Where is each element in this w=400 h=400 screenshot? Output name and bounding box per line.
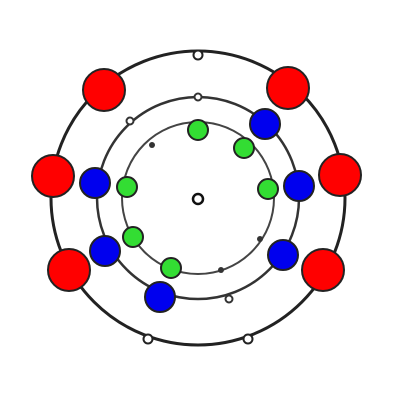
red-circle [318,153,362,197]
blue-circle [79,167,111,199]
blue-circle [89,235,121,267]
center-marker [191,192,205,206]
inner-orbit-marker [257,236,263,242]
red-circle [31,154,75,198]
outer-orbit-marker [242,333,254,345]
blue-circle [249,108,281,140]
outer-orbit-marker [192,49,204,61]
green-circle [160,257,182,279]
green-circle [122,226,144,248]
red-circles [31,66,362,292]
orbit-markers [125,49,263,345]
green-circle [187,119,209,141]
middle-orbit-marker [125,116,135,126]
red-circle [266,66,310,110]
blue-circle [283,170,315,202]
middle-orbit-marker [224,294,234,304]
outer-orbit-marker [142,333,154,345]
blue-circle [267,239,299,271]
blue-circles [79,108,315,313]
green-circle [257,178,279,200]
inner-orbit-marker [149,142,155,148]
red-circle [82,68,126,112]
middle-orbit-marker [193,92,203,102]
blue-circle [144,281,176,313]
green-circle [116,176,138,198]
green-circle [233,137,255,159]
inner-orbit-marker [218,267,224,273]
red-circle [301,248,345,292]
green-circles [116,119,279,279]
red-circle [47,248,91,292]
